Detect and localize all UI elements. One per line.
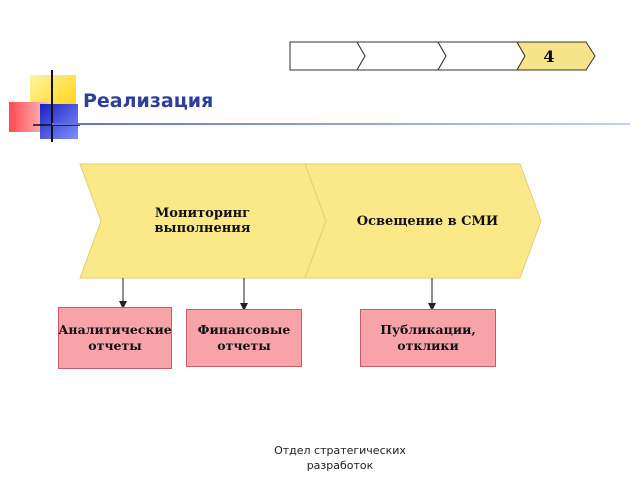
progress-step-1-label bbox=[290, 42, 357, 70]
progress-step-3-label bbox=[446, 42, 517, 70]
progress-step-4 bbox=[516, 41, 596, 71]
progress-step-2-label bbox=[365, 42, 438, 70]
footer-department: Отдел стратегических разработок bbox=[274, 444, 406, 472]
page-title: Реализация bbox=[83, 90, 214, 112]
stage-label-media: Освещение в СМИ bbox=[356, 213, 499, 229]
output-box-finance: Финансовые отчеты bbox=[186, 309, 302, 367]
connectors bbox=[119, 278, 436, 311]
progress-steps bbox=[289, 41, 596, 71]
process-chevrons bbox=[79, 163, 542, 279]
title-underline bbox=[52, 123, 630, 125]
output-box-publications: Публикации, отклики bbox=[360, 309, 496, 367]
progress-step-4-label: 4 bbox=[543, 46, 555, 66]
output-box-analytics: Аналитические отчеты bbox=[58, 307, 172, 369]
corner-logo bbox=[9, 70, 80, 142]
stage-chevron-2 bbox=[304, 163, 542, 279]
stage-label-monitoring: Мониторинг выполнения bbox=[154, 206, 251, 236]
